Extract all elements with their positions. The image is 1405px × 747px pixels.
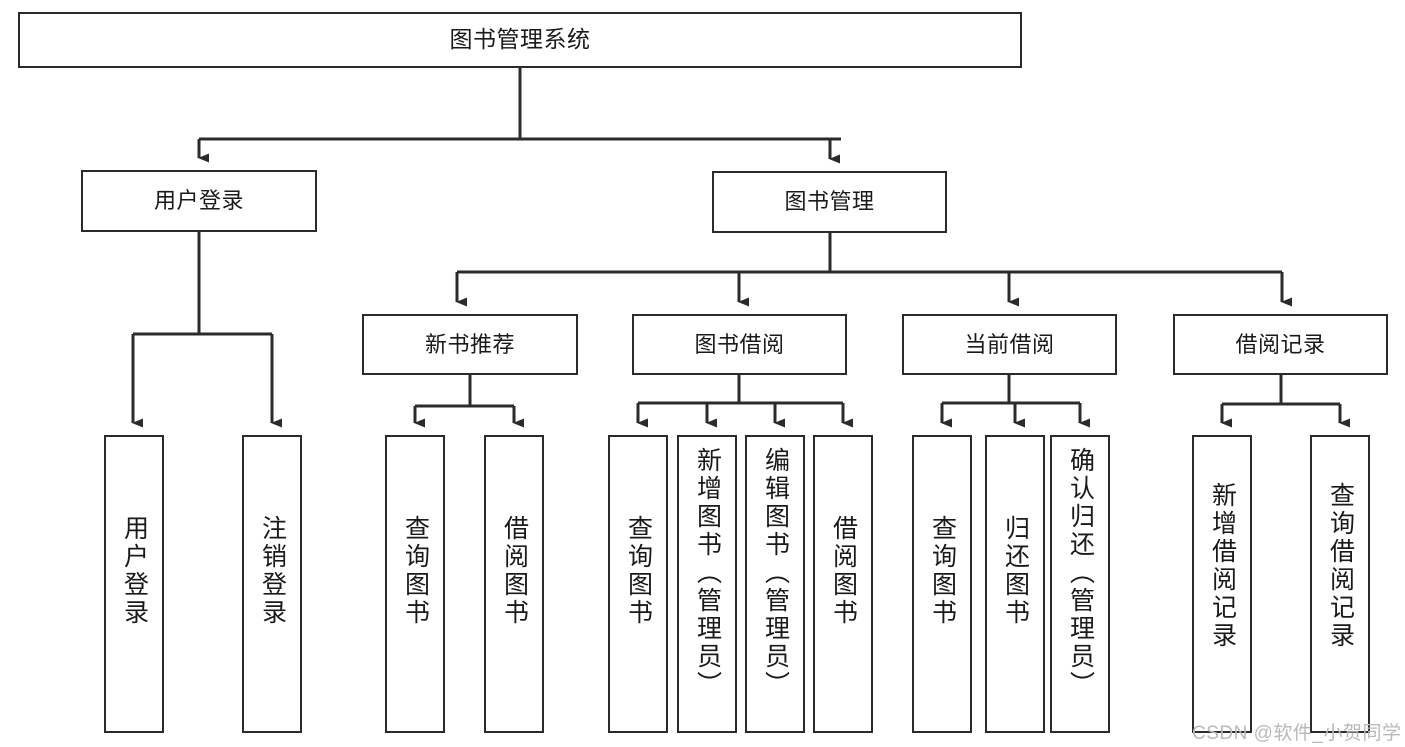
node-leaf-edit-book-admin[interactable]: 编辑图书（管理员） (745, 435, 805, 733)
node-leaf-add-book-admin[interactable]: 新增图书（管理员） (677, 435, 737, 733)
node-leaf-query-book-borrow-label: 查询图书 (624, 515, 653, 627)
node-leaf-query-borrow-record[interactable]: 查询借阅记录 (1310, 435, 1370, 733)
node-leaf-query-book-rec-label: 查询图书 (401, 515, 430, 627)
node-leaf-confirm-return-admin-label: 确认归还（管理员） (1066, 447, 1095, 699)
node-borrow-record-label: 借阅记录 (1235, 331, 1326, 357)
node-leaf-return-book[interactable]: 归还图书 (985, 435, 1045, 733)
watermark-text: CSDN @软件_小贺同学 (1192, 723, 1402, 744)
node-root[interactable]: 图书管理系统 (18, 12, 1022, 68)
node-leaf-borrow-book-rec-label: 借阅图书 (500, 515, 529, 627)
node-leaf-query-book-rec[interactable]: 查询图书 (385, 435, 445, 733)
node-leaf-confirm-return-admin[interactable]: 确认归还（管理员） (1050, 435, 1110, 733)
node-leaf-add-borrow-record-label: 新增借阅记录 (1208, 482, 1237, 650)
node-borrow-record[interactable]: 借阅记录 (1173, 314, 1388, 375)
node-leaf-query-book-cur[interactable]: 查询图书 (912, 435, 972, 733)
node-book-manage-label: 图书管理 (784, 189, 875, 215)
node-user-login-label: 用户登录 (153, 188, 244, 214)
node-leaf-edit-book-admin-label: 编辑图书（管理员） (761, 447, 790, 699)
node-leaf-query-book-borrow[interactable]: 查询图书 (608, 435, 668, 733)
node-user-login[interactable]: 用户登录 (81, 170, 317, 232)
node-new-book-recommend[interactable]: 新书推荐 (362, 314, 578, 375)
node-leaf-logout-login[interactable]: 注销登录 (242, 435, 302, 733)
node-leaf-query-book-cur-label: 查询图书 (928, 515, 957, 627)
node-new-book-recommend-label: 新书推荐 (424, 331, 515, 357)
node-book-borrow-label: 图书借阅 (694, 331, 785, 357)
node-leaf-user-login[interactable]: 用户登录 (104, 435, 164, 733)
node-leaf-return-book-label: 归还图书 (1001, 515, 1030, 627)
node-current-borrow[interactable]: 当前借阅 (902, 314, 1117, 375)
node-leaf-logout-login-label: 注销登录 (258, 515, 287, 627)
node-current-borrow-label: 当前借阅 (964, 331, 1055, 357)
node-leaf-borrow-book-label: 借阅图书 (829, 515, 858, 627)
node-book-manage[interactable]: 图书管理 (712, 171, 947, 233)
node-leaf-add-borrow-record[interactable]: 新增借阅记录 (1192, 435, 1252, 733)
node-leaf-add-book-admin-label: 新增图书（管理员） (693, 447, 722, 699)
watermark: CSDN @软件_小贺同学 (1192, 718, 1401, 745)
node-root-label: 图书管理系统 (449, 26, 591, 53)
node-leaf-query-borrow-record-label: 查询借阅记录 (1326, 482, 1355, 650)
node-book-borrow[interactable]: 图书借阅 (632, 314, 847, 375)
node-leaf-borrow-book[interactable]: 借阅图书 (813, 435, 873, 733)
node-leaf-user-login-label: 用户登录 (120, 515, 149, 627)
node-leaf-borrow-book-rec[interactable]: 借阅图书 (484, 435, 544, 733)
